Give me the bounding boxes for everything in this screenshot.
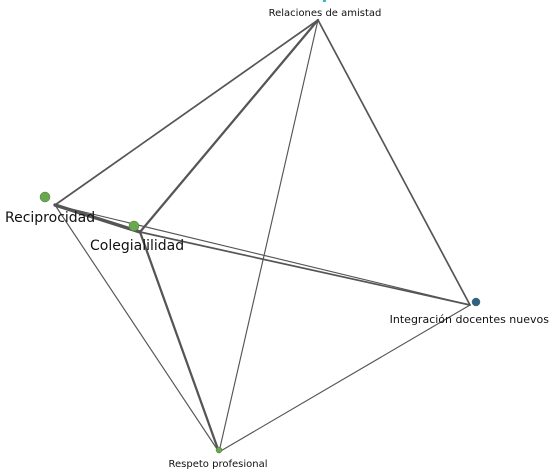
node-respeto[interactable] (215, 446, 223, 454)
node-label-reciprocidad: Reciprocidad (5, 210, 95, 226)
node-label-integracion: Integración docentes nuevos (390, 313, 550, 326)
node-integracion[interactable] (471, 297, 481, 307)
nodes-layer (39, 0, 481, 454)
node-relaciones[interactable] (323, 0, 326, 2)
node-label-relaciones: Relaciones de amistad (269, 8, 382, 19)
edge-integracion-respeto (218, 304, 471, 453)
node-label-colegialidad: Colegialilidad (90, 238, 184, 254)
node-label-respeto: Respeto profesional (169, 459, 268, 470)
node-reciprocidad[interactable] (39, 191, 51, 203)
edge-relaciones-respeto (218, 19, 319, 453)
edge-colegialidad-respeto (138, 230, 221, 454)
edge-reciprocidad-integracion (54, 204, 471, 306)
edge-relaciones-colegialidad (138, 18, 320, 234)
edge-relaciones-reciprocidad (54, 19, 319, 206)
node-colegialidad[interactable] (128, 220, 140, 232)
edge-relaciones-integracion (317, 19, 471, 306)
edge-colegialidad-integracion (139, 231, 471, 306)
edges-layer (53, 18, 471, 454)
edge-reciprocidad-colegialidad (53, 203, 142, 234)
edge-reciprocidad-respeto (54, 204, 220, 453)
